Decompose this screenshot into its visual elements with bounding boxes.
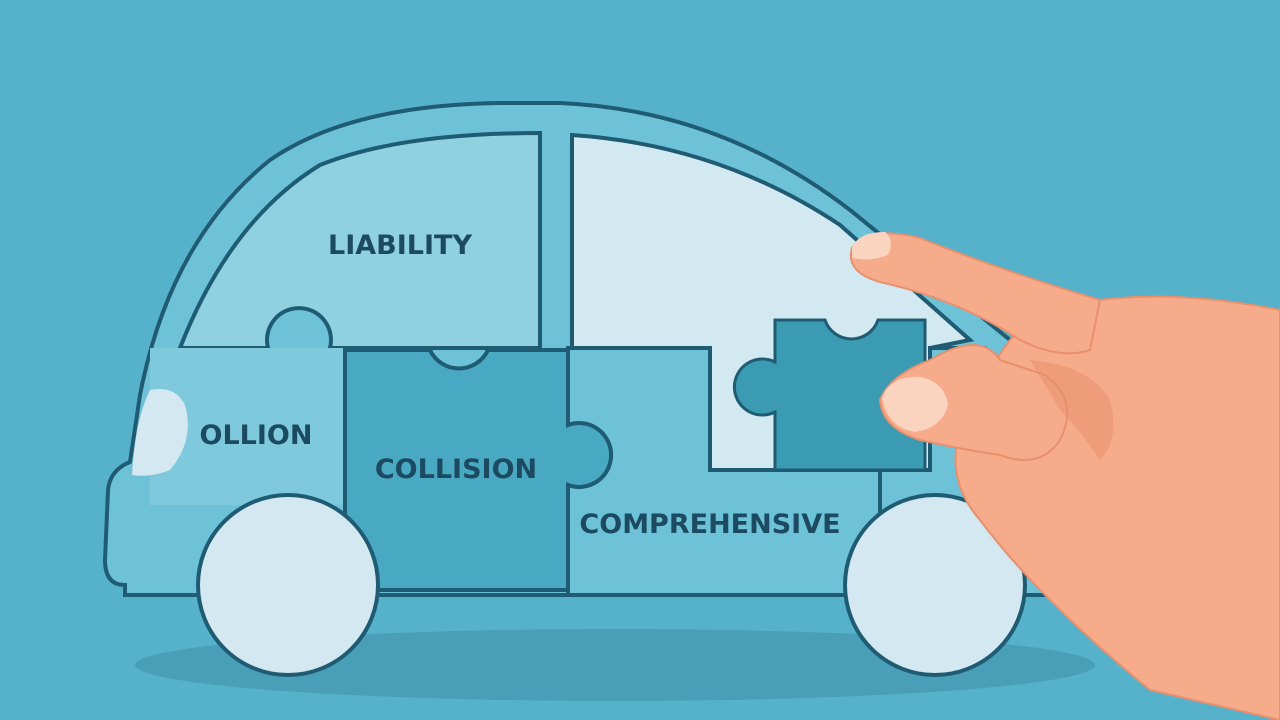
liability-piece [177, 130, 542, 350]
ollion-piece [150, 348, 345, 505]
rear-light [132, 389, 188, 476]
comprehensive-piece [566, 346, 882, 597]
thumb-fingernail [882, 376, 948, 432]
hand [849, 232, 1280, 720]
label-comprehensive: COMPREHENSIVE [579, 509, 840, 540]
rear-wheel [196, 493, 380, 677]
label-collision: COLLISION [375, 454, 537, 485]
held-puzzle-piece [732, 318, 927, 472]
index-fingernail [852, 232, 891, 260]
label-liability: LIABILITY [328, 230, 472, 261]
ground-shadow [135, 629, 1095, 701]
front-wheel [843, 493, 1027, 677]
label-ollion: OLLION [200, 420, 313, 451]
